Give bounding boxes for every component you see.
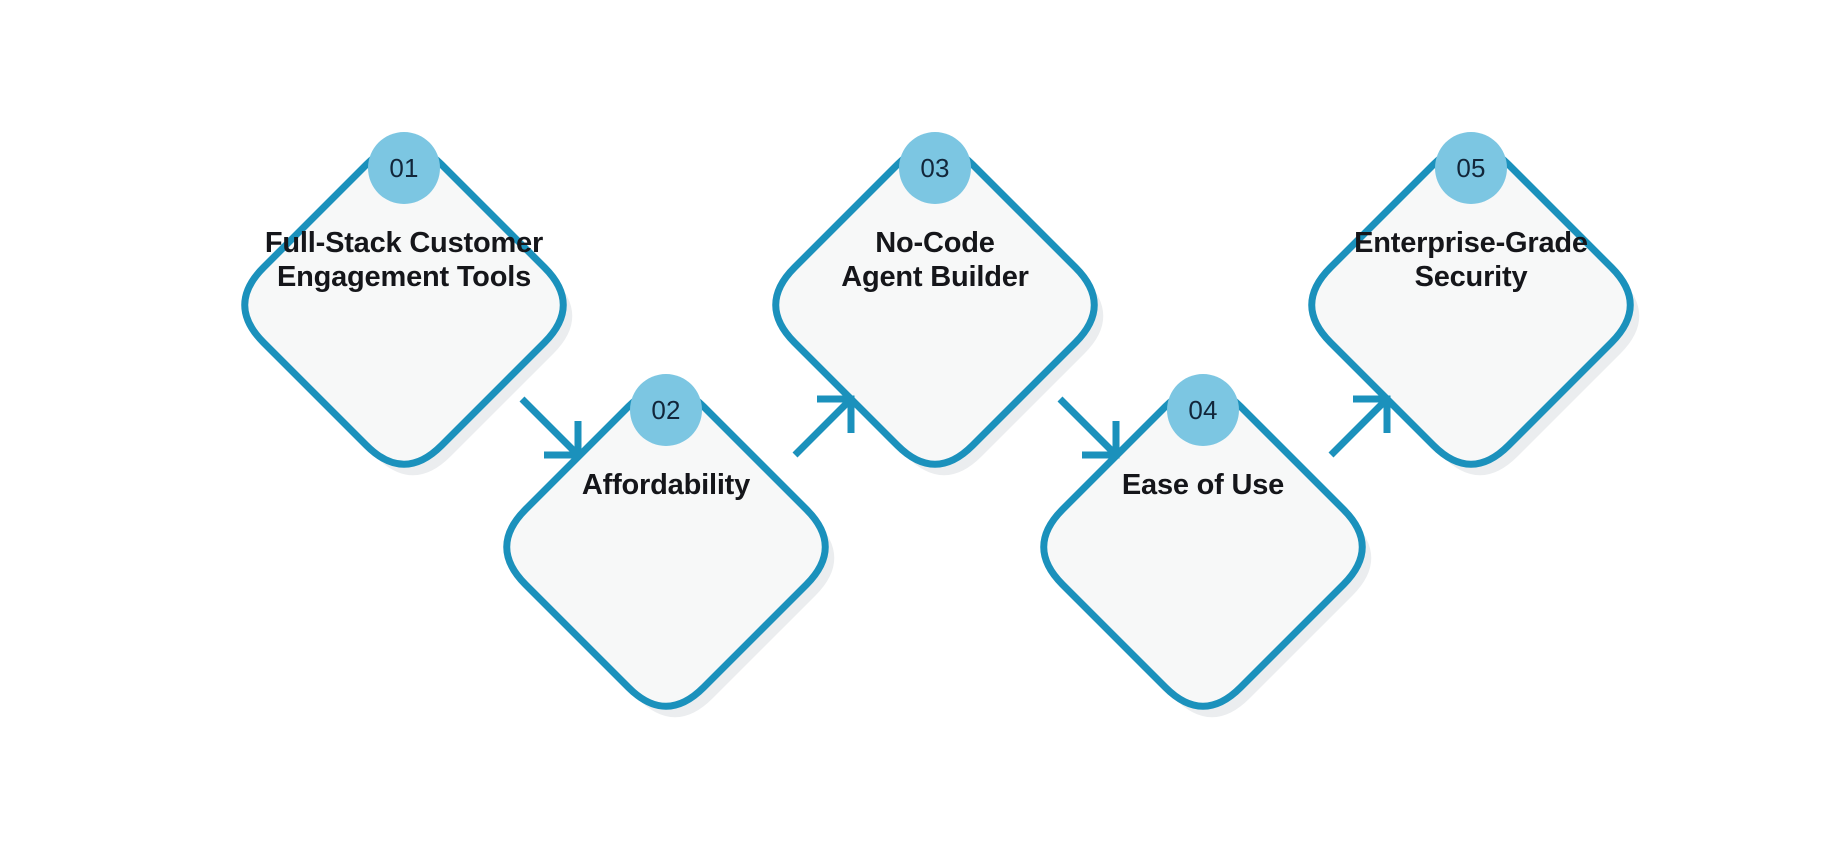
arrow-01-to-02: [519, 396, 582, 459]
step-number-badge: 04: [1166, 374, 1239, 446]
arrow-shaft: [1057, 396, 1119, 458]
step-number-badge: 03: [898, 132, 971, 204]
step-number-badge: 05: [1434, 132, 1507, 204]
arrow-02-to-03: [792, 395, 855, 458]
arrow-03-to-04: [1057, 396, 1120, 459]
node-label: Ease of Use: [1121, 469, 1285, 501]
arrow-head: [817, 395, 855, 433]
arrow-shaft: [519, 396, 581, 458]
node-label: Affordability: [581, 469, 751, 501]
arrow-shaft: [1328, 396, 1390, 458]
node-label: No-Code Agent Builder: [841, 227, 1029, 294]
step-number-badge: 02: [629, 374, 702, 446]
node-label: Enterprise-Grade Security: [1354, 227, 1588, 294]
arrow-head: [544, 421, 582, 459]
arrow-head: [1353, 395, 1391, 433]
node-label: Full-Stack Customer Engagement Tools: [264, 227, 544, 294]
arrow-04-to-05: [1328, 395, 1391, 458]
arrow-head: [1082, 421, 1120, 459]
arrow-shaft: [792, 396, 854, 458]
step-number-badge: 01: [367, 132, 440, 204]
